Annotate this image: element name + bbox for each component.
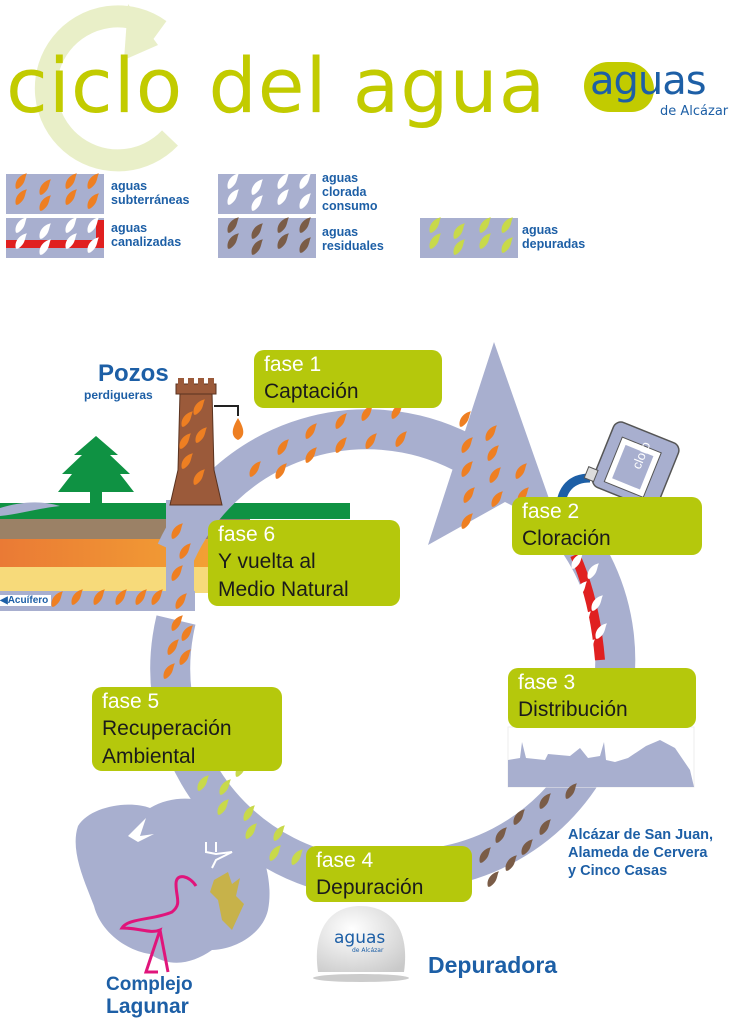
phase-number: fase 4 bbox=[316, 849, 374, 872]
logo-main-text: aguas bbox=[590, 58, 707, 104]
swallow-icon bbox=[128, 818, 154, 842]
phase-number: fase 1 bbox=[264, 353, 322, 376]
small-flamingos-icon bbox=[205, 842, 233, 869]
phase-5-box: fase 5 Recuperación Ambiental bbox=[92, 687, 282, 771]
phase-name: Depuración bbox=[316, 876, 424, 899]
aguas-de-alcazar-logo: aguas de Alcázar bbox=[580, 58, 744, 140]
acuifero-label: ◀Acuífero bbox=[0, 595, 52, 606]
towns-label: Alcázar de San Juan, Alameda de Cervera … bbox=[568, 827, 714, 879]
pozos-subtitle: perdigueras bbox=[84, 388, 153, 402]
distribution-pipe bbox=[570, 552, 605, 661]
lagoon-area bbox=[75, 798, 270, 963]
treatment-plant-dome bbox=[313, 906, 409, 982]
flamingo-icon bbox=[119, 875, 198, 974]
phase-2-box: fase 2 Cloración bbox=[512, 497, 702, 555]
legend-red-pipe bbox=[6, 220, 104, 248]
phase-name: Y vuelta al bbox=[218, 550, 316, 573]
depuradora-logo-text: aguas bbox=[334, 928, 386, 948]
white-drop-icon bbox=[583, 639, 595, 655]
pozos-title: Pozos bbox=[98, 360, 169, 387]
phase-name: Captación bbox=[264, 380, 359, 403]
logo-blob bbox=[584, 62, 654, 112]
tree-icon bbox=[58, 436, 134, 504]
phase-name: Cloración bbox=[522, 527, 611, 550]
reeds-icon bbox=[210, 872, 244, 930]
cycle-arrowhead bbox=[428, 342, 560, 545]
town-skyline bbox=[507, 726, 695, 788]
arrow-left-icon: ◀ bbox=[0, 595, 8, 606]
logo-sub-text: de Alcázar bbox=[660, 104, 729, 119]
title-swirl-icon bbox=[34, 4, 178, 172]
phase-4-box: fase 4 Depuración bbox=[306, 846, 472, 902]
lagunar-label: Complejo Lagunar bbox=[106, 974, 193, 1018]
phase-name: Ambiental bbox=[102, 745, 196, 768]
phase-number: fase 6 bbox=[218, 523, 276, 546]
depuradora-label: Depuradora bbox=[428, 952, 558, 978]
chlorine-jug-icon bbox=[583, 421, 680, 510]
phase-name: Distribución bbox=[518, 698, 628, 721]
phase-name: Medio Natural bbox=[218, 578, 349, 601]
depuradora-logo-sub: de Alcázar bbox=[352, 947, 384, 954]
phase-number: fase 3 bbox=[518, 671, 576, 694]
white-drop-icon bbox=[579, 611, 591, 627]
phase-number: fase 2 bbox=[522, 500, 580, 523]
phase-6-box: fase 6 Y vuelta al Medio Natural bbox=[208, 520, 400, 606]
phase-3-box: fase 3 Distribución bbox=[508, 668, 696, 728]
page-title: ciclo del agua bbox=[6, 41, 547, 130]
phase-1-box: fase 1 Captación bbox=[254, 350, 442, 408]
phase-name: Recuperación bbox=[102, 717, 232, 740]
phase-number: fase 5 bbox=[102, 690, 160, 713]
legend-swatches bbox=[6, 173, 518, 258]
